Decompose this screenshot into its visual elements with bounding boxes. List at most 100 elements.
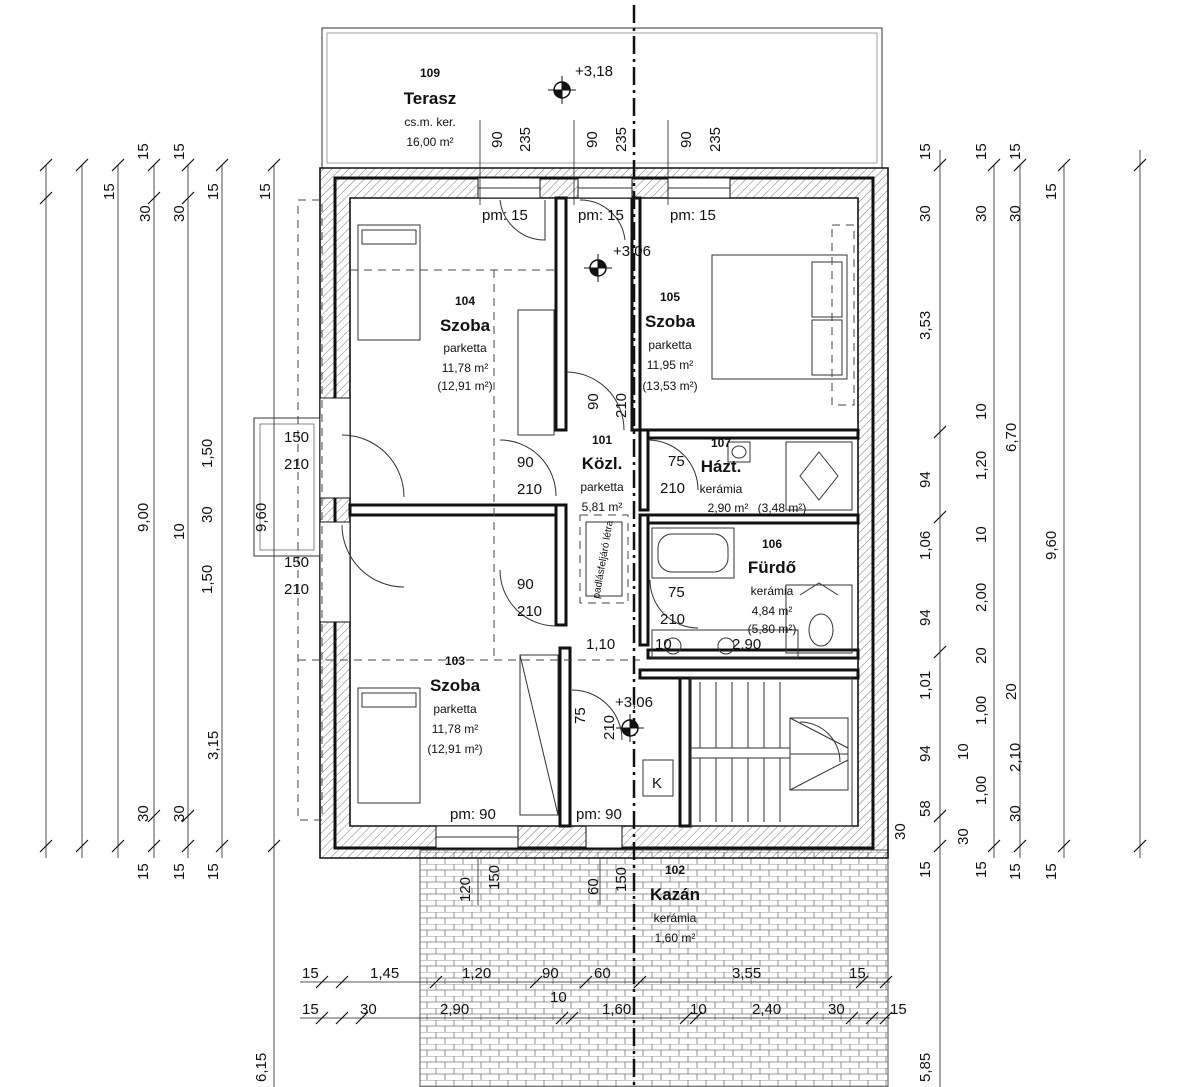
dimension-lines — [45, 120, 1141, 1087]
svg-text:9,00: 9,00 — [135, 503, 152, 532]
furniture — [357, 224, 853, 816]
svg-text:210: 210 — [601, 715, 618, 740]
svg-text:4,84 m²: 4,84 m² — [752, 604, 793, 618]
svg-text:3,55: 3,55 — [732, 965, 761, 982]
svg-text:9,60: 9,60 — [1043, 531, 1060, 560]
svg-text:60: 60 — [585, 878, 602, 895]
svg-text:11,78 m²: 11,78 m² — [442, 361, 488, 375]
sill-label: pm: 90 — [576, 806, 622, 823]
svg-text:1,10: 1,10 — [586, 636, 615, 653]
svg-text:1,50: 1,50 — [199, 439, 216, 468]
svg-text:(12,91 m²): (12,91 m²) — [437, 379, 492, 393]
svg-text:10: 10 — [550, 989, 567, 1006]
room-102: 102 Kazán kerámia 1,60 m² — [650, 863, 700, 945]
svg-text:20: 20 — [1003, 683, 1020, 700]
svg-text:15: 15 — [171, 863, 188, 880]
svg-text:Közl.: Közl. — [582, 454, 623, 473]
svg-text:2,90 m²: 2,90 m² — [708, 501, 749, 515]
svg-text:15: 15 — [135, 863, 152, 880]
svg-text:(3,48 m²): (3,48 m²) — [758, 501, 807, 515]
svg-text:30: 30 — [828, 1001, 845, 1018]
svg-text:30: 30 — [917, 205, 934, 222]
room-103: 103 Szoba parketta 11,78 m² (12,91 m²) — [427, 654, 482, 756]
svg-text:150: 150 — [284, 429, 309, 446]
elevation-upper: +3,06 — [613, 243, 651, 260]
svg-text:90: 90 — [517, 454, 534, 471]
svg-text:15: 15 — [302, 1001, 319, 1018]
svg-text:90: 90 — [584, 131, 601, 148]
svg-text:30: 30 — [955, 828, 972, 845]
svg-text:150: 150 — [284, 554, 309, 571]
svg-text:kerámia: kerámia — [751, 584, 794, 598]
svg-text:parketta: parketta — [433, 702, 477, 716]
svg-text:30: 30 — [892, 823, 909, 840]
svg-text:150: 150 — [486, 865, 503, 890]
svg-text:2,10: 2,10 — [1007, 743, 1024, 772]
room-105: 105 Szoba parketta 11,95 m² (13,53 m²) — [642, 290, 697, 393]
room-104: 104 Szoba parketta 11,78 m² (12,91 m²) — [437, 294, 492, 393]
svg-text:Fürdő: Fürdő — [748, 558, 796, 577]
elevation-stair: +3,06 — [615, 694, 653, 711]
svg-text:1,01: 1,01 — [917, 671, 934, 700]
svg-text:15: 15 — [135, 143, 152, 160]
svg-text:Szoba: Szoba — [430, 676, 481, 695]
svg-text:210: 210 — [613, 393, 630, 418]
svg-text:6,70: 6,70 — [1003, 423, 1020, 452]
elevation-markers — [548, 76, 644, 742]
svg-text:105: 105 — [660, 290, 680, 304]
svg-text:15: 15 — [917, 143, 934, 160]
svg-text:5,81 m²: 5,81 m² — [582, 500, 623, 514]
svg-text:1,00: 1,00 — [973, 696, 990, 725]
svg-text:94: 94 — [917, 609, 934, 626]
room-101: 101 Közl. parketta 5,81 m² — [580, 433, 624, 514]
svg-text:Szoba: Szoba — [440, 316, 491, 335]
svg-text:15: 15 — [205, 863, 222, 880]
svg-text:109: 109 — [420, 66, 440, 80]
svg-text:9,60: 9,60 — [253, 503, 270, 532]
svg-text:75: 75 — [668, 453, 685, 470]
svg-text:15: 15 — [1043, 863, 1060, 880]
svg-text:30: 30 — [171, 805, 188, 822]
svg-text:15: 15 — [1007, 863, 1024, 880]
svg-text:75: 75 — [668, 584, 685, 601]
svg-text:235: 235 — [613, 127, 630, 152]
svg-text:94: 94 — [917, 745, 934, 762]
sill-label: pm: 90 — [450, 806, 496, 823]
svg-text:parketta: parketta — [648, 338, 692, 352]
svg-text:1,20: 1,20 — [462, 965, 491, 982]
sill-label: pm: 15 — [670, 207, 716, 224]
svg-text:15: 15 — [849, 965, 866, 982]
svg-text:90: 90 — [542, 965, 559, 982]
staircase — [642, 677, 853, 827]
svg-text:10: 10 — [955, 743, 972, 760]
sill-label: pm: 15 — [482, 207, 528, 224]
svg-text:15: 15 — [973, 861, 990, 878]
svg-text:30: 30 — [1007, 205, 1024, 222]
bottom-dimensions-row2: 15 30 2,90 10 1,60 10 2,40 30 15 — [302, 989, 907, 1018]
svg-text:30: 30 — [360, 1001, 377, 1018]
dashed-guides — [297, 199, 855, 821]
interior-walls — [348, 196, 860, 828]
svg-text:210: 210 — [660, 611, 685, 628]
svg-text:Házt.: Házt. — [701, 457, 742, 476]
svg-text:30: 30 — [171, 205, 188, 222]
svg-text:15: 15 — [302, 965, 319, 982]
right-dimensions: 15 30 3,53 94 1,06 94 1,01 94 58 30 15 5… — [892, 143, 1060, 1082]
svg-text:210: 210 — [660, 480, 685, 497]
svg-text:20: 20 — [973, 647, 990, 664]
svg-text:15: 15 — [171, 143, 188, 160]
svg-text:30: 30 — [199, 506, 216, 523]
attic-ladder — [579, 514, 629, 604]
sill-label: pm: 15 — [578, 207, 624, 224]
svg-text:15: 15 — [917, 861, 934, 878]
svg-text:150: 150 — [613, 867, 630, 892]
svg-text:90: 90 — [585, 393, 602, 410]
svg-text:210: 210 — [284, 581, 309, 598]
svg-text:210: 210 — [284, 456, 309, 473]
svg-text:30: 30 — [137, 205, 154, 222]
svg-text:10: 10 — [690, 1001, 707, 1018]
bottom-dimensions-row1: 15 1,45 1,20 90 60 3,55 15 — [302, 965, 866, 982]
svg-text:5,85: 5,85 — [917, 1053, 934, 1082]
room-106: 106 Fürdő kerámia 4,84 m² (5,80 m²) — [748, 537, 797, 636]
